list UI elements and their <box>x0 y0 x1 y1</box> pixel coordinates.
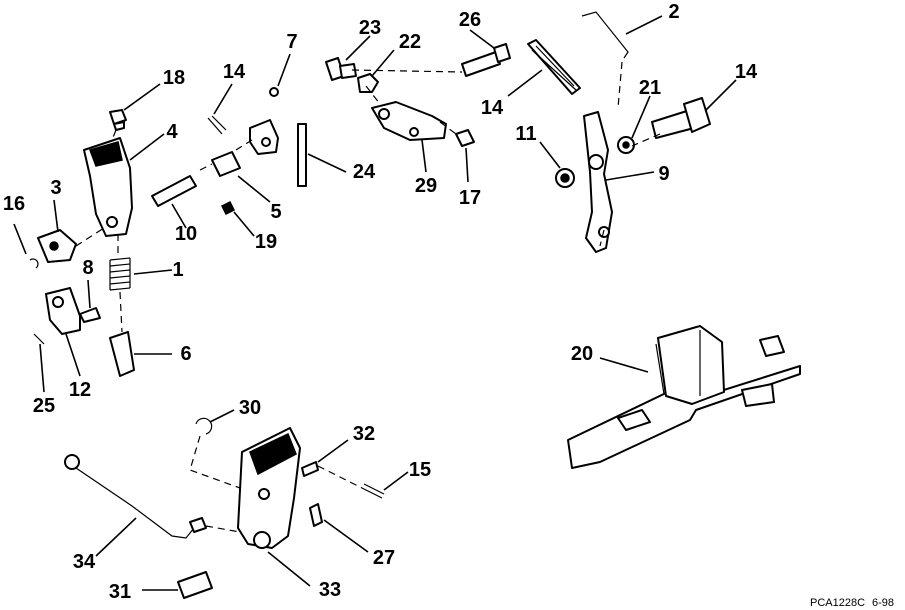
callout-11: 11 <box>515 123 536 145</box>
part-32-pin <box>301 461 319 477</box>
callout-8: 8 <box>82 257 93 279</box>
part-33-throttle-grip <box>237 427 301 549</box>
part-17-bushing <box>455 129 475 147</box>
callout-10: 10 <box>175 223 197 245</box>
callout-25: 25 <box>33 395 55 417</box>
callout-14: 14 <box>223 61 246 83</box>
callout-16: 16 <box>3 193 25 215</box>
caption-date: 6-98 <box>872 597 894 609</box>
part-26-long-bolt <box>461 43 511 77</box>
callout-2: 2 <box>668 1 679 23</box>
part-6-cap <box>109 331 135 377</box>
callout-3: 3 <box>50 177 61 199</box>
part-22-nut <box>357 73 379 93</box>
part-8-screw <box>79 307 101 323</box>
callout-33: 33 <box>319 579 341 601</box>
part-11-nut <box>555 168 575 188</box>
assembly-lines <box>75 69 661 533</box>
callout-26: 26 <box>459 9 481 31</box>
callout-19: 19 <box>255 231 277 253</box>
callout-23: 23 <box>359 17 381 39</box>
part-30-retaining-ring <box>195 417 213 435</box>
part-14-braided-cable <box>527 39 581 95</box>
part-23-bolt <box>325 57 357 81</box>
part-12-link-block <box>45 287 81 335</box>
part-14-cotter-pin <box>207 115 227 135</box>
callout-30: 30 <box>239 397 261 419</box>
part-9-lever-arm <box>583 111 613 253</box>
part-1-spring <box>109 257 131 291</box>
callout-12: 12 <box>69 379 91 401</box>
part-4-housing <box>83 137 133 237</box>
part-7-screw <box>269 87 279 97</box>
callout-20: 20 <box>571 343 593 365</box>
part-31-bolt <box>177 571 213 599</box>
callout-labels: 2 14 21 11 9 23 22 26 14 29 17 7 14 18 4… <box>3 1 758 603</box>
callout-17: 17 <box>459 187 481 209</box>
part-3-clip <box>37 229 77 263</box>
callout-5: 5 <box>270 201 281 223</box>
part-2-wire-link <box>581 11 629 109</box>
callout-14: 14 <box>735 61 758 83</box>
callout-32: 32 <box>353 423 375 445</box>
part-24-rod <box>297 123 307 187</box>
part-25-cotter-pin <box>33 333 45 345</box>
callout-22: 22 <box>399 31 421 53</box>
figure-caption: PCA1228C 6-98 <box>810 597 894 609</box>
callout-14: 14 <box>481 97 504 119</box>
callout-9: 9 <box>658 163 669 185</box>
part-7-bracket <box>249 119 279 155</box>
part-34-control-rod <box>64 454 207 539</box>
part-20-base-plate <box>567 325 801 469</box>
part-14-shoulder-bolt <box>651 97 711 139</box>
callout-1: 1 <box>172 259 183 281</box>
part-27-clip <box>309 503 323 527</box>
callout-31: 31 <box>109 581 131 603</box>
caption-code: PCA1228C <box>810 597 865 609</box>
callout-6: 6 <box>180 343 191 365</box>
part-29-bracket <box>371 101 447 141</box>
callout-15: 15 <box>409 459 431 481</box>
part-10-pin <box>151 175 197 207</box>
part-15-cotter-pin <box>361 483 385 499</box>
callout-24: 24 <box>353 161 376 183</box>
leader-lines <box>13 15 737 591</box>
part-18-screw <box>109 109 127 131</box>
part-5-sleeve <box>211 151 241 177</box>
callout-4: 4 <box>166 121 178 143</box>
callout-21: 21 <box>639 77 661 99</box>
part-21-washer <box>617 136 635 154</box>
callout-27: 27 <box>373 547 395 569</box>
part-19-set-screw <box>220 200 236 216</box>
callout-29: 29 <box>415 175 437 197</box>
callout-18: 18 <box>163 67 185 89</box>
part-16-e-clip <box>29 258 39 269</box>
callout-7: 7 <box>286 31 297 53</box>
callout-34: 34 <box>73 551 96 573</box>
